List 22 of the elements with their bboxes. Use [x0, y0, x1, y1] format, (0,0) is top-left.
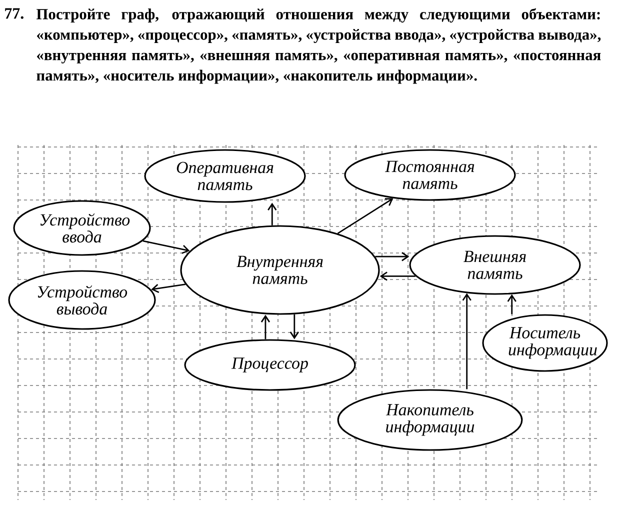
- task-number: 77.: [5, 8, 24, 19]
- oval-node: Процессор: [184, 339, 356, 391]
- oval-node: Внутренняя память: [180, 225, 380, 315]
- arrow: [375, 252, 410, 262]
- arrow: [268, 202, 277, 226]
- oval-node: Накопитель информации: [337, 389, 523, 451]
- oval-node: Носитель информации: [482, 314, 608, 372]
- arrow: [337, 198, 394, 234]
- oval-node: Оперативная память: [144, 149, 306, 203]
- oval-node: Устройство вывода: [8, 270, 156, 330]
- oval-node: Устройство ввода: [13, 200, 151, 256]
- arrow: [142, 240, 190, 254]
- oval-node: Внешняя память: [409, 235, 581, 295]
- task-text: Постройте граф, отражающий отношения между следующими объектами: «компьютер», «процессор», «память», «устройства ввода», «устройства вывода», «внутренняя память», «внешняя память», «оперативная память», «постоянная память», «носитель информации», «накопитель информации».: [36, 8, 601, 84]
- arrow: [507, 294, 516, 314]
- arrow: [290, 314, 299, 340]
- arrow: [151, 284, 186, 294]
- arrow: [380, 272, 416, 281]
- oval-node: Постоянная память: [344, 149, 516, 201]
- arrow: [260, 314, 270, 340]
- arrow: [462, 293, 472, 390]
- node-label: Носитель информации: [508, 327, 597, 359]
